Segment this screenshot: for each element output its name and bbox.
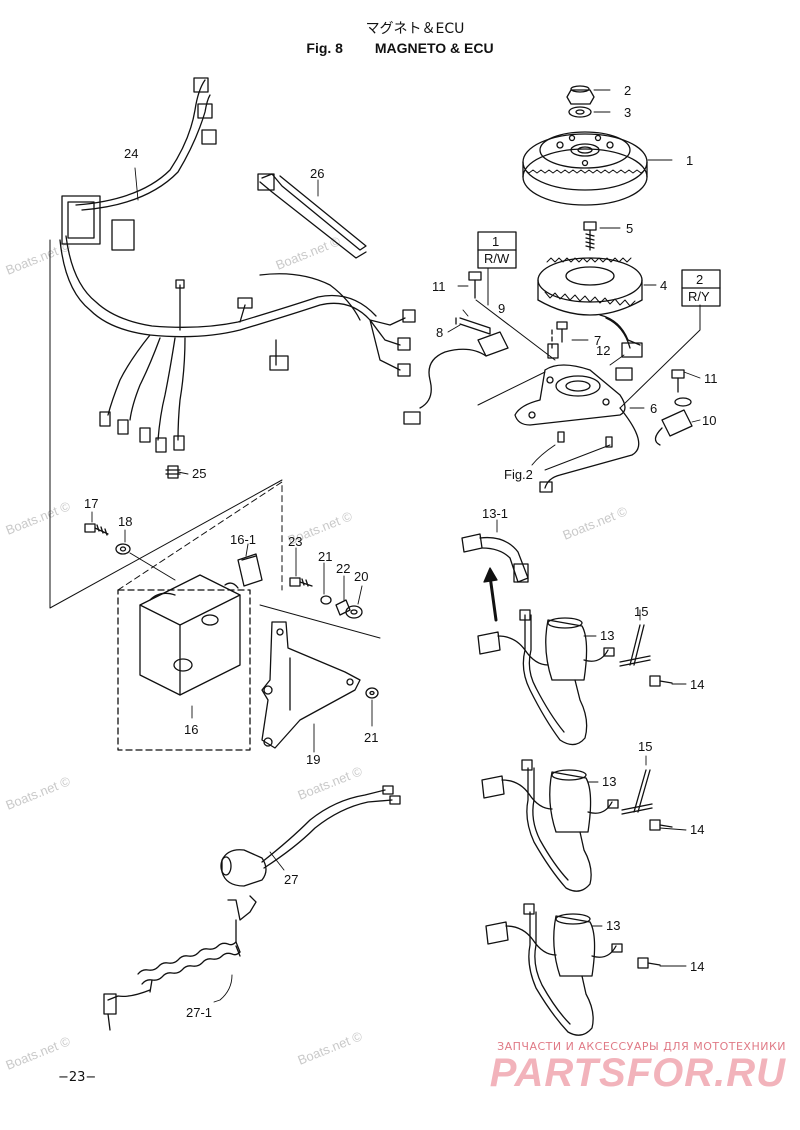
callout-label: 20 xyxy=(354,569,368,584)
flywheel-part xyxy=(522,131,648,206)
screw-part xyxy=(84,523,109,536)
washer-part xyxy=(320,595,379,699)
lanyard-part xyxy=(103,895,257,1031)
callout-label: 14 xyxy=(690,822,704,837)
wire-box-number: 1 xyxy=(492,234,499,249)
japanese-title: マグネト＆ECU xyxy=(365,21,465,37)
callout-label: 16-1 xyxy=(230,532,256,547)
callout-label: 8 xyxy=(436,325,443,340)
ignition-coil-part xyxy=(477,609,673,746)
watermark-text: Boats.net © xyxy=(561,503,630,543)
callout-label: 19 xyxy=(306,752,320,767)
callout-label: 12 xyxy=(596,343,610,358)
callout-label: 11 xyxy=(704,371,718,386)
ecu-group-outline xyxy=(117,589,251,751)
wire-box-code: R/W xyxy=(484,251,510,266)
callout-label: 27 xyxy=(284,872,298,887)
ecu-part xyxy=(139,574,241,696)
callout-label: 23 xyxy=(288,534,302,549)
ignition-coil-part xyxy=(481,759,673,892)
cap-part xyxy=(237,553,263,587)
page-number: −23− xyxy=(58,1070,97,1085)
screw-part xyxy=(468,271,685,393)
callout-label: 16 xyxy=(184,722,198,737)
ignition-coil-part xyxy=(485,903,661,1036)
callout-label: 9 xyxy=(498,301,505,316)
callout-label: 15 xyxy=(638,739,652,754)
callout-label: 13 xyxy=(606,918,620,933)
callout-label: 6 xyxy=(650,401,657,416)
callout-label: 21 xyxy=(318,549,332,564)
callout-label: 5 xyxy=(626,221,633,236)
figure-title-line: Fig. 8 MAGNETO & ECU xyxy=(0,40,800,56)
brand-tagline: ЗАПЧАСТИ И АКСЕССУАРЫ ДЛЯ МОТОТЕХНИКИ xyxy=(497,1040,786,1053)
sensor-part xyxy=(654,397,693,446)
figure-title: MAGNETO & ECU xyxy=(374,40,494,56)
collar-part xyxy=(335,599,351,616)
callout-label: 24 xyxy=(124,146,138,161)
plug-cap-part xyxy=(461,533,529,583)
watermark-text: Boats.net © xyxy=(296,1028,365,1068)
callout-label: 17 xyxy=(84,496,98,511)
callout-label: 14 xyxy=(690,677,704,692)
callout-label: 14 xyxy=(690,959,704,974)
callout-label: 25 xyxy=(192,466,206,481)
callout-label: 13 xyxy=(602,774,616,789)
figure-header: マグネト＆ECU Fig. 8 MAGNETO & ECU xyxy=(0,18,800,56)
figure-reference: Fig.2 xyxy=(504,467,533,482)
wire-box-number: 2 xyxy=(696,272,703,287)
callout-label: 18 xyxy=(118,514,132,529)
base-plate-part xyxy=(514,343,640,493)
washer-part xyxy=(568,106,592,118)
callout-label: 2 xyxy=(624,83,631,98)
callout-label: 11 xyxy=(432,279,446,294)
callout-label: 1 xyxy=(686,153,693,168)
washer-part xyxy=(115,543,131,555)
callout-label: 21 xyxy=(364,730,378,745)
watermark-text: Boats.net © xyxy=(4,498,73,538)
callout-label: 13 xyxy=(600,628,614,643)
grommet-part xyxy=(345,605,363,619)
callout-label: 4 xyxy=(660,278,667,293)
callout-label: 3 xyxy=(624,105,631,120)
cable-tie-part xyxy=(257,173,367,259)
callout-label: 27-1 xyxy=(186,1005,212,1020)
watermark-text: Boats.net © xyxy=(4,773,73,813)
callout-label: 7 xyxy=(594,333,601,348)
brand-name: PARTSFOR.RU xyxy=(489,1051,786,1095)
brand-logo: ЗАПЧАСТИ И АКСЕССУАРЫ ДЛЯ МОТОТЕХНИКИ PA… xyxy=(490,1040,786,1093)
figure-number: Fig. 8 xyxy=(306,40,343,56)
bracket-part xyxy=(261,621,361,749)
callout-label: 15 xyxy=(634,604,648,619)
stator-part xyxy=(537,257,643,381)
bolt-part xyxy=(583,221,597,251)
pulser-coil-part xyxy=(403,317,509,425)
bolt-part xyxy=(289,577,313,587)
callout-label: 22 xyxy=(336,561,350,576)
nut-part xyxy=(566,85,595,105)
wire-box-code: R/Y xyxy=(688,289,710,304)
callout-label: 10 xyxy=(702,413,716,428)
switch-part xyxy=(220,785,401,887)
callout-label: 13-1 xyxy=(482,506,508,521)
callout-label: 26 xyxy=(310,166,324,181)
wire-harness-part xyxy=(59,77,416,453)
watermark-text: Boats.net © xyxy=(4,1033,73,1073)
pin-part xyxy=(629,624,651,813)
